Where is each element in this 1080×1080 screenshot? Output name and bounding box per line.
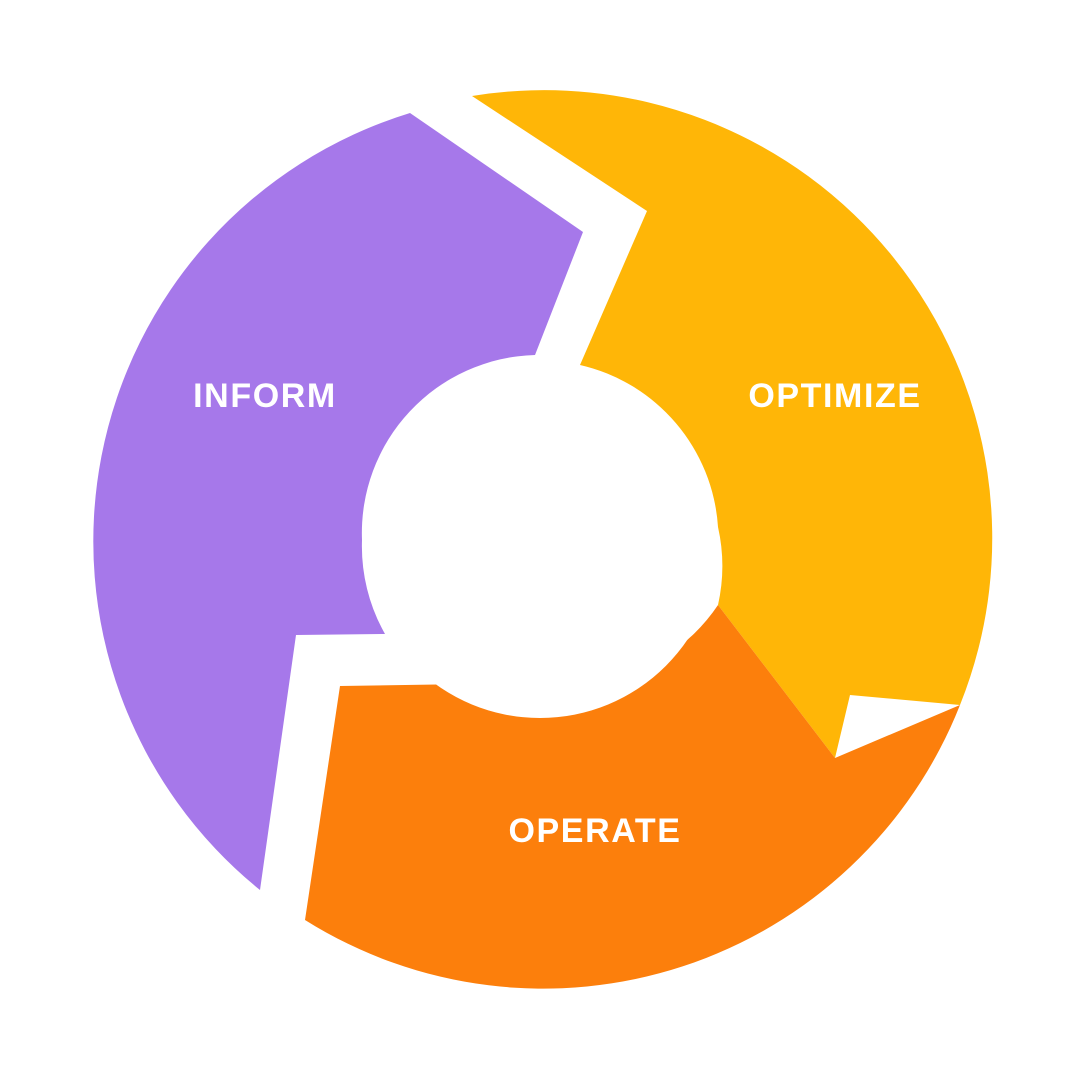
segment-inform[interactable] — [93, 113, 584, 890]
segment-label-operate: OPERATE — [508, 812, 681, 850]
center-hub — [362, 362, 718, 718]
segment-optimize[interactable] — [472, 90, 993, 759]
segment-label-optimize: OPTIMIZE — [748, 377, 921, 415]
segment-label-inform: INFORM — [193, 377, 337, 415]
